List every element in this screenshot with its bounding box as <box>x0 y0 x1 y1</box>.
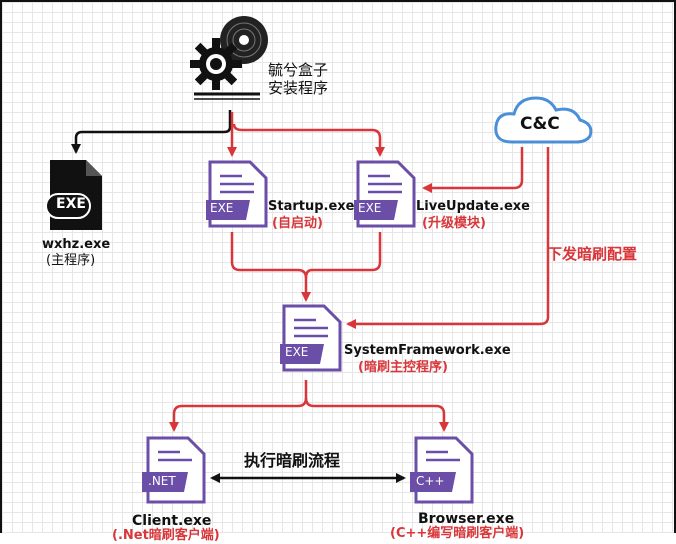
wxhz-file-icon <box>45 160 102 230</box>
edge-cc-to-framework <box>346 147 550 329</box>
framework-badge: EXE <box>285 345 309 359</box>
cc-cloud-icon <box>494 96 593 144</box>
wxhz-desc: (主程序) <box>46 253 96 268</box>
wxhz-name: wxhz.exe <box>42 237 111 252</box>
startup-badge: EXE <box>210 201 234 215</box>
framework-desc: (暗刷主控程序) <box>358 360 448 375</box>
edge-cc-to-liveupdate <box>422 147 524 193</box>
installer-icon <box>190 16 268 100</box>
liveupdate-name: LiveUpdate.exe <box>416 199 530 214</box>
wxhz-badge: EXE <box>56 196 86 212</box>
client-badge: .NET <box>148 474 176 488</box>
edge-framework-to-client <box>169 380 308 432</box>
edge-label-flow: 执行暗刷流程 <box>244 451 341 470</box>
framework-file-icon <box>280 304 342 372</box>
liveupdate-file-icon <box>354 160 416 228</box>
browser-name: Browser.exe <box>418 511 515 527</box>
client-desc: (.Net暗刷客户端) <box>112 528 220 543</box>
edge-installer-to-liveupdate <box>232 123 385 157</box>
cc-label: C&C <box>520 114 560 134</box>
edge-label-config: 下发暗刷配置 <box>547 245 638 263</box>
framework-name: SystemFramework.exe <box>344 343 511 358</box>
edge-installer-to-wxhz <box>71 110 232 154</box>
liveupdate-badge: EXE <box>358 201 382 215</box>
startup-desc: (自启动) <box>272 216 323 231</box>
startup-file-icon <box>206 160 268 228</box>
browser-desc: (C++编写暗刷客户端) <box>390 526 525 541</box>
installer-label-line1: 毓兮盒子 <box>268 61 329 79</box>
startup-name: Startup.exe <box>268 199 355 214</box>
liveupdate-desc: (升级模块) <box>422 216 486 231</box>
edge-framework-to-browser <box>304 397 449 432</box>
client-name: Client.exe <box>132 513 212 529</box>
diagram-graphic <box>45 16 593 504</box>
edge-startup-to-framework <box>230 232 311 302</box>
browser-file-icon <box>410 436 474 504</box>
browser-badge: C++ <box>416 474 445 488</box>
client-file-icon <box>142 436 206 504</box>
installer-label-line2: 安装程序 <box>268 79 329 97</box>
edge-liveupdate-to-framework <box>304 232 382 279</box>
